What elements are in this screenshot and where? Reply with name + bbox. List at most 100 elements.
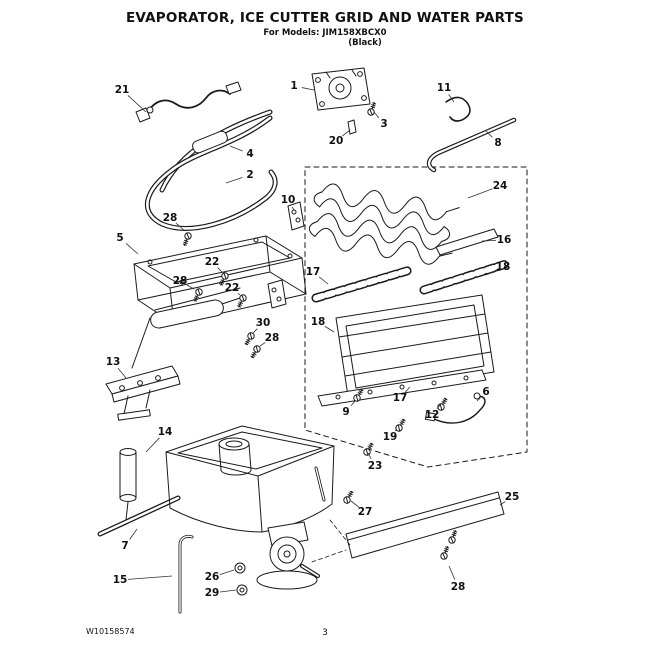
callout-leader <box>499 501 506 506</box>
callout-23: 23 <box>368 460 383 472</box>
callout-leader <box>252 328 258 334</box>
callout-leader <box>324 325 335 333</box>
evaporator-coil <box>308 181 460 267</box>
callout-14: 14 <box>158 426 173 438</box>
drain-bracket <box>105 365 181 421</box>
callout-12: 12 <box>425 409 440 421</box>
callout-11: 11 <box>437 82 452 94</box>
callout-leader <box>350 400 356 407</box>
callout-leader <box>225 177 243 184</box>
callout-leader <box>291 206 295 211</box>
callout-13: 13 <box>106 356 121 368</box>
callout-18: 18 <box>496 261 511 273</box>
callout-5: 5 <box>116 232 123 244</box>
callout-2: 2 <box>246 169 253 181</box>
callout-leader <box>405 386 411 393</box>
thermostat-assembly <box>311 67 371 111</box>
callout-22: 22 <box>225 282 240 294</box>
hook-rod <box>426 117 517 173</box>
callout-28: 28 <box>163 212 178 224</box>
models-line: For Models: JIM158XBCX0 <box>263 28 387 38</box>
callout-30: 30 <box>256 317 271 329</box>
callout-22: 22 <box>205 256 220 268</box>
callout-leader <box>485 130 493 138</box>
callout-leader <box>448 565 456 580</box>
callout-28: 28 <box>451 581 466 593</box>
callout-21: 21 <box>115 84 130 96</box>
callout-17: 17 <box>306 266 321 278</box>
callout-leader <box>481 239 497 242</box>
callout-leader <box>436 404 441 410</box>
ice-bin <box>165 425 335 533</box>
callout-26: 26 <box>205 571 220 583</box>
tube-clip-hook <box>445 96 471 122</box>
wire-harness <box>135 81 242 123</box>
callout-leader <box>259 342 266 347</box>
callout-6: 6 <box>482 386 489 398</box>
callout-leader <box>117 367 127 379</box>
callout-leader <box>237 292 241 296</box>
evaporator-support-frame <box>131 235 307 369</box>
water-tube <box>97 495 181 537</box>
callout-leader <box>367 452 372 460</box>
water-valve-cylinder <box>119 448 137 521</box>
callout-7: 7 <box>121 540 128 552</box>
callout-28: 28 <box>173 275 188 287</box>
page-title: EVAPORATOR, ICE CUTTER GRID AND WATER PA… <box>126 10 524 26</box>
callout-3: 3 <box>380 118 387 130</box>
callout-leader <box>229 145 243 152</box>
callout-leader <box>145 437 160 453</box>
evaporator-tubes <box>144 109 278 231</box>
callout-leader <box>125 243 139 255</box>
callout-4: 4 <box>246 148 253 160</box>
color-note: (Black) <box>348 38 382 48</box>
callout-17: 17 <box>393 392 408 404</box>
callout-leader <box>301 87 315 91</box>
callout-9: 9 <box>342 406 349 418</box>
callout-leader <box>219 589 237 593</box>
callout-24: 24 <box>493 180 508 192</box>
callout-leader <box>129 528 138 540</box>
callout-leader <box>485 270 496 276</box>
document-number: W10158574 <box>86 627 135 636</box>
stud-clip <box>347 119 357 135</box>
callout-18: 18 <box>311 316 326 328</box>
detail-boundary-dashed <box>304 166 528 468</box>
callout-1: 1 <box>290 80 297 92</box>
callout-leader <box>467 188 493 199</box>
callout-leader <box>219 569 235 575</box>
callout-19: 19 <box>383 431 398 443</box>
callout-leader <box>448 94 455 103</box>
access-panel <box>311 491 505 563</box>
callout-27: 27 <box>358 506 373 518</box>
grid-lead-wire <box>424 392 486 424</box>
callout-20: 20 <box>329 135 344 147</box>
page-number: 3 <box>322 628 328 638</box>
callout-leader <box>394 428 398 432</box>
callout-leader <box>342 129 351 137</box>
callout-leader <box>217 267 223 273</box>
callout-leader <box>186 284 195 290</box>
fill-tube <box>178 534 194 614</box>
mounting-bracket <box>267 201 305 309</box>
callout-29: 29 <box>205 587 220 599</box>
callout-leader <box>476 397 481 402</box>
callout-28: 28 <box>265 332 280 344</box>
grid-support-bar <box>435 228 499 256</box>
callout-10: 10 <box>281 194 296 206</box>
callout-leader <box>175 222 186 232</box>
cutter-grid-strips <box>311 259 511 303</box>
callout-15: 15 <box>113 574 128 586</box>
callout-16: 16 <box>497 234 512 246</box>
callout-leader <box>350 500 359 508</box>
ice-cutter-grid-frame <box>335 294 495 397</box>
callout-leader <box>318 276 329 285</box>
callout-leader <box>127 575 173 580</box>
pump-motor <box>234 521 320 596</box>
callout-leader <box>127 95 147 113</box>
callout-25: 25 <box>505 491 520 503</box>
callout-8: 8 <box>494 137 501 149</box>
